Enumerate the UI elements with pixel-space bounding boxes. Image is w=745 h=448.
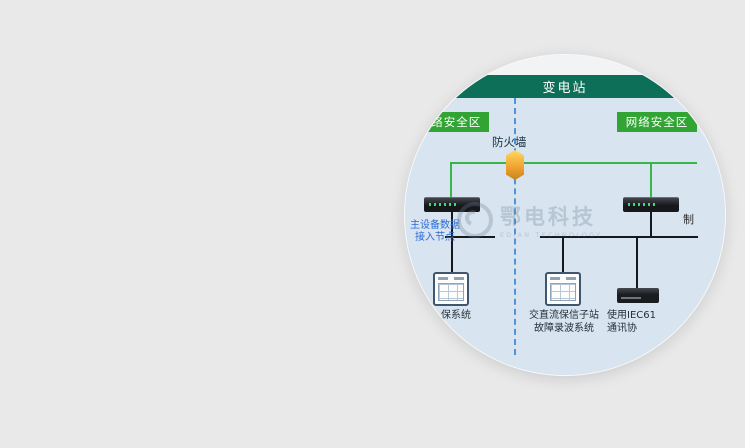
lan-trunk-line [450,162,697,164]
bus-vertical-left [451,211,453,272]
system-label-right-line1: 使用IEC61 [607,310,656,321]
zone-left-label: 网络安全区 [418,115,482,129]
relay-grid-icon [438,283,464,301]
relay-slot-icon [566,277,576,280]
system-label-center: 交直流保信子站 故障录波系统 [526,309,602,335]
protection-relay-device-left [433,272,469,306]
bus-horizontal-left [445,236,495,238]
zone-divider-dashed-line [514,98,516,355]
network-switch-right [623,197,679,212]
firewall-label: 防火墙 [492,135,527,149]
data-access-node-line1: 主设备数据 [410,220,460,231]
network-security-zone-right: 网络安全区 [617,112,697,132]
gateway-device-icon [617,288,659,303]
system-label-left-partial: 保系统 [441,310,471,321]
relay-slot-icon [454,277,464,280]
network-security-zone-left: 网络安全区 [411,112,489,132]
protection-relay-device-center [545,272,581,306]
clipped-edge-label: 制 [683,213,694,226]
magnifier-circle: 变电站 网络安全区 网络安全区 防火墙 主设备数据 接入节点 保系统 交直流保信… [405,55,725,375]
data-access-node-label: 主设备数据 接入节点 [406,220,464,244]
relay-slot-icon [438,277,448,280]
network-switch-left [424,197,480,212]
system-label-center-line2: 故障录波系统 [534,323,594,334]
lan-drop-left [450,162,452,198]
bus-vertical-right-switch [650,211,652,237]
bus-drop-center [562,236,564,272]
zone-right-label: 网络安全区 [625,115,689,129]
relay-grid-icon [550,283,576,301]
system-label-right: 使用IEC61 通讯协 [607,309,691,335]
window-top-strip [405,55,725,75]
substation-title-bar: 变电站 [405,75,725,98]
substation-title: 变电站 [542,81,588,96]
system-label-right-line2: 通讯协 [607,323,637,334]
system-label-center-line1: 交直流保信子站 [529,310,599,321]
lan-drop-right [650,162,652,198]
bus-horizontal-right [540,236,698,238]
relay-slot-icon [550,277,560,280]
firewall-icon [506,150,524,180]
bus-drop-right [636,236,638,288]
data-access-node-line2: 接入节点 [415,232,455,243]
